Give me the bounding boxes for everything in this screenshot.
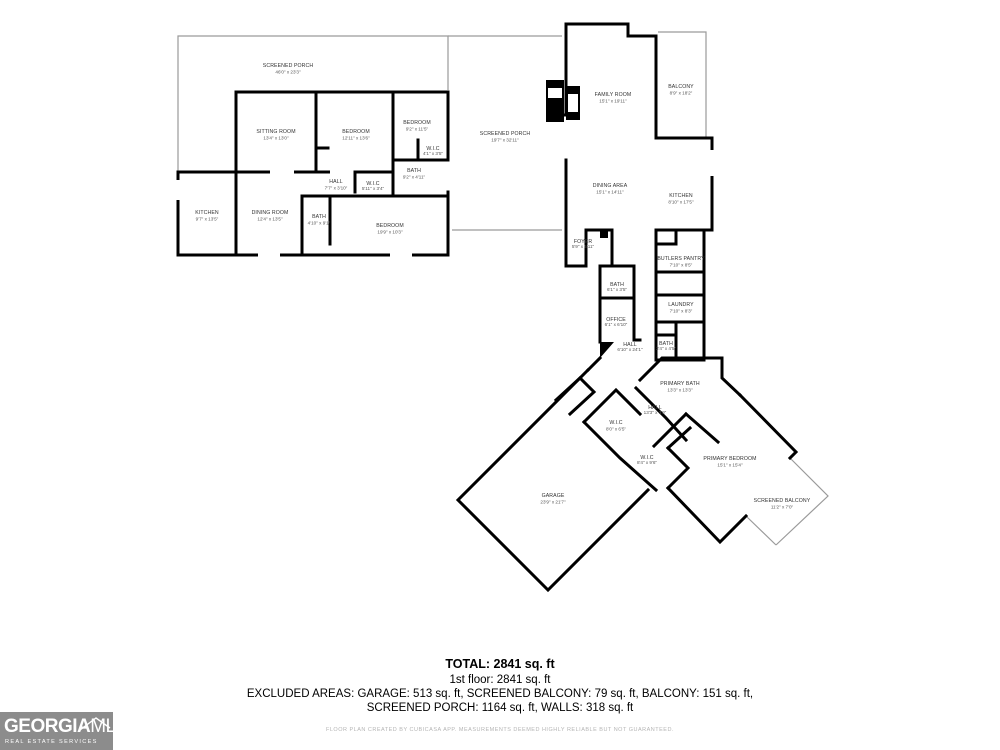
excluded-areas-line-2: SCREENED PORCH: 1164 sq. ft, WALLS: 318 … — [366, 702, 634, 714]
room-name-balcony: BALCONY — [668, 84, 694, 90]
floor-area: 1st floor: 2841 sq. ft — [449, 674, 551, 686]
room-name-bath-small: BATH — [610, 282, 624, 288]
room-name-bath-upper: BATH — [407, 168, 421, 174]
room-name-wic-small: W.I.C — [426, 146, 439, 152]
total-area: TOTAL: 2841 sq. ft — [445, 657, 555, 671]
room-dims-bath-upper: 9'2" x 4'11" — [403, 175, 426, 180]
column-marker — [600, 230, 608, 238]
room-name-hall-west: HALL — [329, 179, 342, 185]
door-gaps — [175, 120, 715, 258]
room-name-kitchen-west: KITCHEN — [195, 210, 219, 216]
screened-outlines — [177, 31, 829, 546]
disclaimer: FLOOR PLAN CREATED BY CUBICASA APP. MEAS… — [326, 727, 674, 733]
room-dims-wic-west: 5'11" x 3'4" — [362, 186, 385, 191]
room-dims-foyer: 5'9" x 5'11" — [572, 244, 595, 249]
room-dims-hall-east: 6'10" x 24'1" — [617, 347, 643, 352]
room-name-screened-balcony: SCREENED BALCONY — [754, 498, 811, 504]
room-name-hall-angled: HALL — [648, 405, 661, 411]
room-name-foyer: FOYER — [574, 239, 593, 245]
room-name-primary-bath: PRIMARY BATH — [660, 381, 700, 387]
room-dims-hall-angled: 13'3" x 3'9" — [644, 410, 667, 415]
room-dims-wic-primary-2: 8'4" x 9'6" — [637, 460, 657, 465]
room-dims-wic-primary-1: 8'0" x 6'5" — [606, 427, 626, 432]
excluded-areas-line-1: EXCLUDED AREAS: GARAGE: 513 sq. ft, SCRE… — [246, 688, 754, 700]
georgia-mls-logo: GEORGIAMLS REAL ESTATE SERVICES — [0, 712, 128, 750]
room-dims-bedroom-south: 19'9" x 10'3" — [377, 230, 403, 235]
room-dims-kitchen-east: 8'10" x 17'5" — [668, 200, 694, 205]
room-dims-dining-room: 12'4" x 13'5" — [257, 217, 283, 222]
room-name-primary-bedroom: PRIMARY BEDROOM — [703, 456, 756, 462]
room-name-wic-primary-2: W.I.C — [640, 455, 653, 461]
room-dims-bedroom-small: 9'2" x 11'5" — [406, 127, 429, 132]
room-name-hall-east: HALL — [623, 342, 636, 348]
room-dims-butlers-pantry: 7'10" x 8'5" — [670, 263, 693, 268]
walls — [176, 22, 799, 593]
room-dims-bath-west: 4'10" x 9'1" — [308, 221, 331, 226]
room-dims-screened-porch-west: 46'0" x 23'3" — [275, 70, 301, 75]
room-name-bedroom-south: BEDROOM — [376, 223, 404, 229]
room-name-butlers-pantry: BUTLERS PANTRY — [657, 256, 705, 262]
room-name-dining-room: DINING ROOM — [252, 210, 289, 216]
room-name-bath-tiny: BATH — [659, 341, 673, 347]
room-dims-family-room: 15'1" x 19'11" — [599, 99, 627, 104]
room-dims-screened-balcony: 11'2" x 7'0" — [771, 505, 794, 510]
room-dims-hall-west: 7'7" x 3'10" — [325, 186, 348, 191]
room-name-bath-west: BATH — [312, 214, 326, 220]
room-dims-screened-porch-center: 19'7" x 32'11" — [491, 138, 519, 143]
room-dims-primary-bedroom: 15'1" x 15'4" — [717, 463, 743, 468]
room-dims-primary-bath: 13'3" x 13'3" — [667, 388, 693, 393]
room-dims-garage: 23'9" x 21'7" — [540, 500, 566, 505]
room-name-dining-area: DINING AREA — [593, 183, 628, 189]
room-name-wic-primary-1: W.I.C — [609, 420, 622, 426]
room-dims-kitchen-west: 9'7" x 13'5" — [196, 217, 219, 222]
room-name-family-room: FAMILY ROOM — [595, 92, 632, 98]
logo-subtitle: REAL ESTATE SERVICES — [5, 739, 98, 745]
house-icon — [79, 717, 111, 731]
fireplace-icon — [546, 80, 580, 122]
room-dims-office: 6'1" x 6'10" — [605, 322, 628, 327]
room-name-garage: GARAGE — [542, 493, 565, 499]
room-name-screened-porch-center: SCREENED PORCH — [480, 131, 531, 137]
room-name-bedroom-small: BEDROOM — [403, 120, 431, 126]
room-dims-dining-area: 15'1" x 14'11" — [596, 190, 624, 195]
room-name-screened-porch-west: SCREENED PORCH — [263, 63, 314, 69]
room-dims-bath-tiny: 3'4" x 4'5" — [656, 346, 676, 351]
room-dims-laundry: 7'10" x 8'3" — [670, 309, 693, 314]
room-name-office: OFFICE — [606, 317, 626, 323]
room-dims-bedroom-center: 12'11" x 13'6" — [342, 136, 370, 141]
room-name-sitting-room: SITTING ROOM — [256, 129, 295, 135]
room-name-bedroom-center: BEDROOM — [342, 129, 370, 135]
room-name-laundry: LAUNDRY — [668, 302, 694, 308]
stair-marker — [600, 342, 614, 358]
room-dims-bath-small: 6'1" x 3'5" — [607, 287, 627, 292]
room-dims-balcony: 8'9" x 18'2" — [670, 91, 693, 96]
room-dims-sitting-room: 13'4" x 13'0" — [263, 136, 289, 141]
room-dims-wic-small: 4'1" x 3'5" — [423, 151, 443, 156]
room-name-kitchen-east: KITCHEN — [669, 193, 693, 199]
room-name-wic-west: W.I.C — [366, 181, 379, 187]
